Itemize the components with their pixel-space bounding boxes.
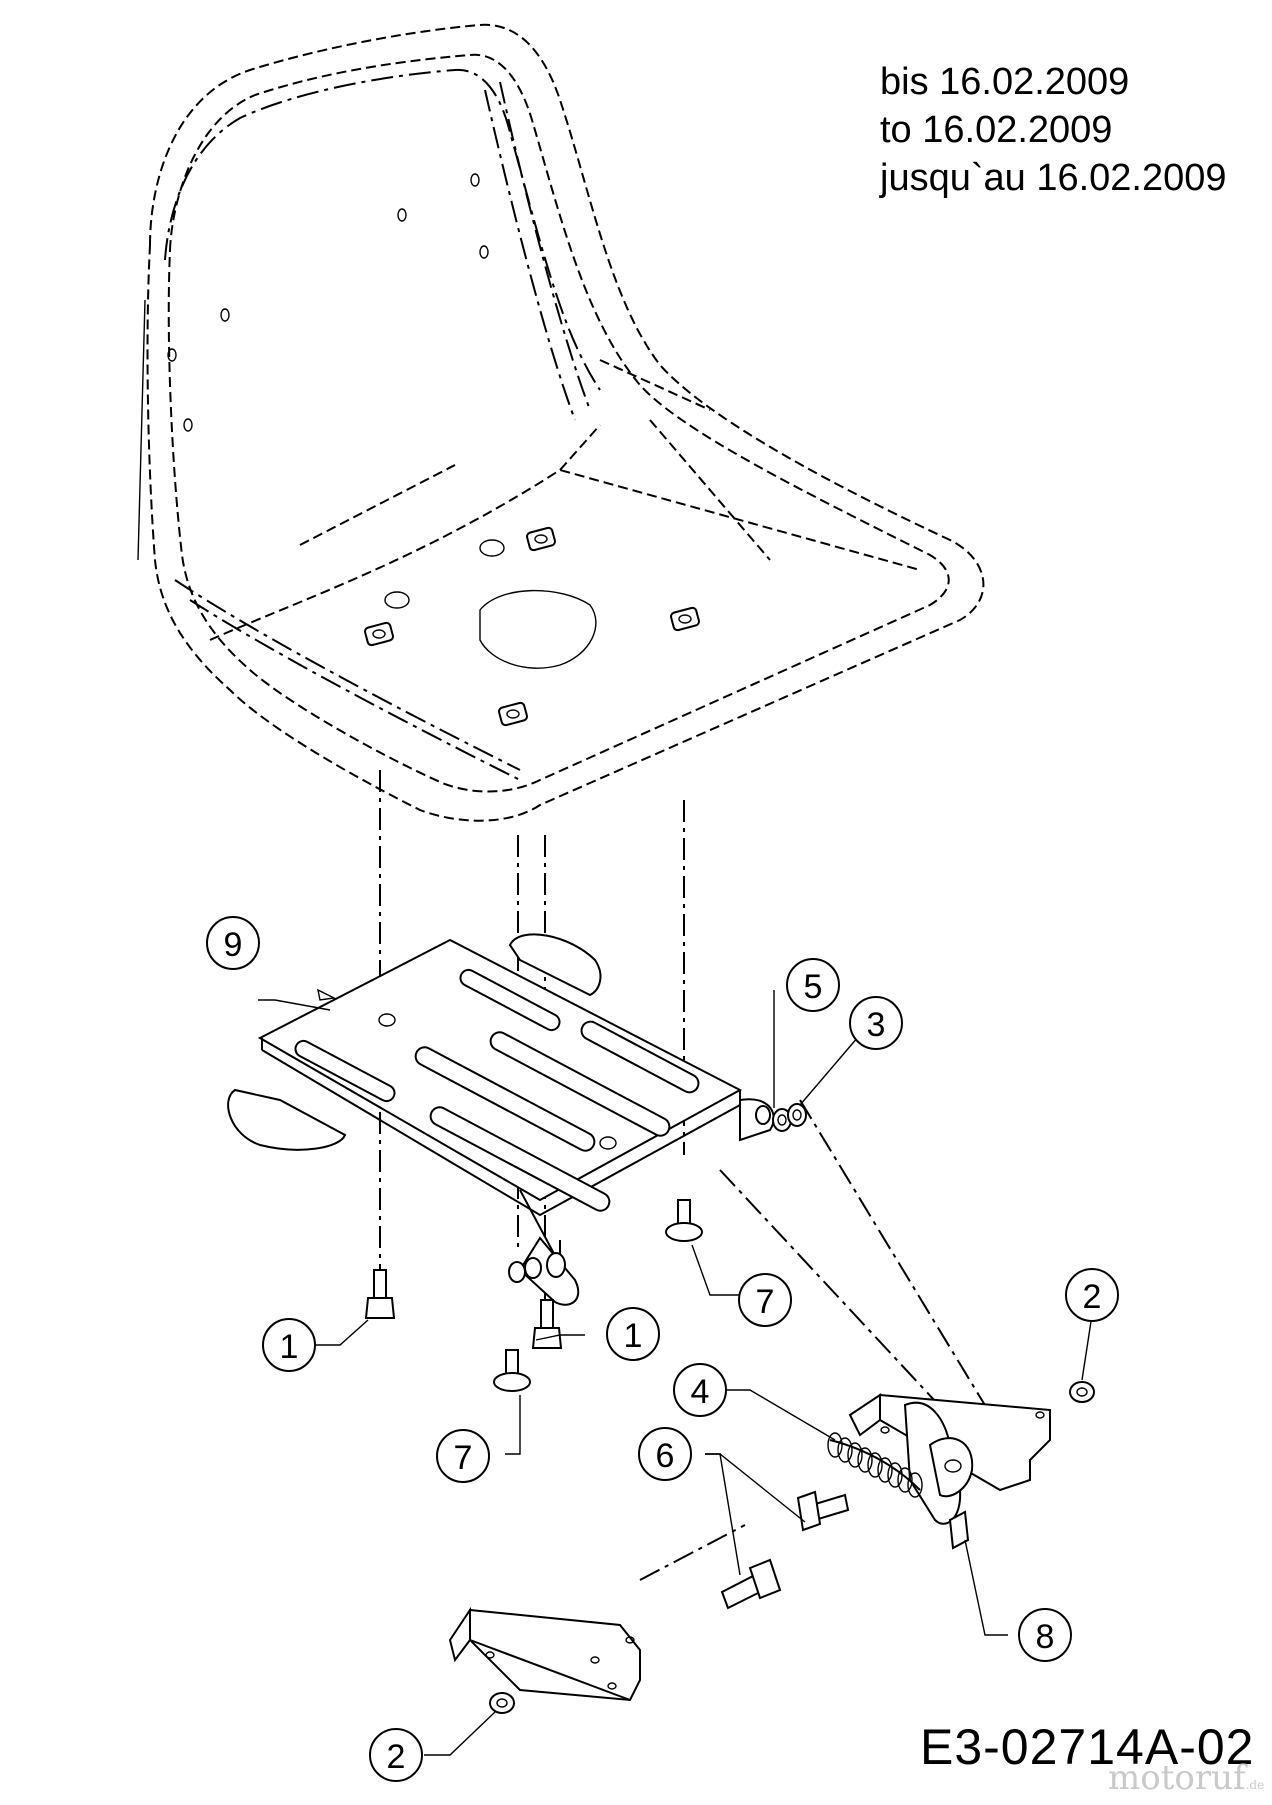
seat-outline bbox=[137, 23, 985, 822]
callout-1-center: 1 bbox=[606, 1307, 660, 1361]
svg-text:2: 2 bbox=[1083, 1278, 1102, 1316]
callout-4: 4 bbox=[673, 1363, 727, 1417]
callout-6: 6 bbox=[638, 1427, 692, 1481]
nuts bbox=[489, 1381, 1095, 1714]
callout-5: 5 bbox=[786, 958, 840, 1012]
svg-text:1: 1 bbox=[624, 1317, 643, 1355]
svg-text:8: 8 bbox=[1036, 1618, 1055, 1656]
svg-text:7: 7 bbox=[454, 1439, 473, 1477]
callout-3: 3 bbox=[849, 996, 903, 1050]
washers bbox=[508, 1103, 807, 1283]
seat-mounting-holes bbox=[167, 173, 700, 727]
svg-text:9: 9 bbox=[224, 926, 243, 964]
svg-text:5: 5 bbox=[804, 968, 823, 1006]
validity-note-en: to 16.02.2009 bbox=[880, 109, 1113, 151]
callout-1-left: 1 bbox=[262, 1318, 316, 1372]
validity-note: bis 16.02.2009 to 16.02.2009 jusqu`au 16… bbox=[880, 58, 1227, 202]
callout-8: 8 bbox=[1018, 1608, 1072, 1662]
callout-2-bottom: 2 bbox=[369, 1728, 423, 1782]
watermark: motoruf.de bbox=[1108, 1758, 1264, 1798]
callouts: 9 5 3 7 1 1 7 2 bbox=[206, 916, 1119, 1782]
svg-text:1: 1 bbox=[280, 1328, 299, 1366]
drawing-code: E3-02714A-02 bbox=[920, 1719, 1255, 1775]
svg-text:6: 6 bbox=[656, 1437, 675, 1475]
lower-bracket bbox=[448, 1606, 641, 1702]
coil-spring bbox=[827, 1432, 923, 1498]
leader-lines bbox=[258, 988, 1093, 1756]
spring-bracket bbox=[827, 1393, 1051, 1550]
callout-7-right: 7 bbox=[738, 1273, 792, 1327]
bolts bbox=[364, 1199, 850, 1610]
svg-text:3: 3 bbox=[867, 1006, 886, 1044]
seat-plate bbox=[227, 933, 775, 1306]
svg-text:4: 4 bbox=[691, 1373, 710, 1411]
callout-2-right: 2 bbox=[1065, 1268, 1119, 1322]
svg-text:2: 2 bbox=[387, 1738, 406, 1776]
svg-text:7: 7 bbox=[756, 1283, 775, 1321]
callout-9: 9 bbox=[206, 916, 260, 970]
watermark-suffix: .de bbox=[1245, 1778, 1265, 1792]
watermark-text: motoruf bbox=[1108, 1758, 1246, 1798]
validity-note-fr: jusqu`au 16.02.2009 bbox=[880, 157, 1227, 199]
callout-7-left: 7 bbox=[436, 1429, 490, 1483]
validity-note-de: bis 16.02.2009 bbox=[880, 61, 1130, 103]
